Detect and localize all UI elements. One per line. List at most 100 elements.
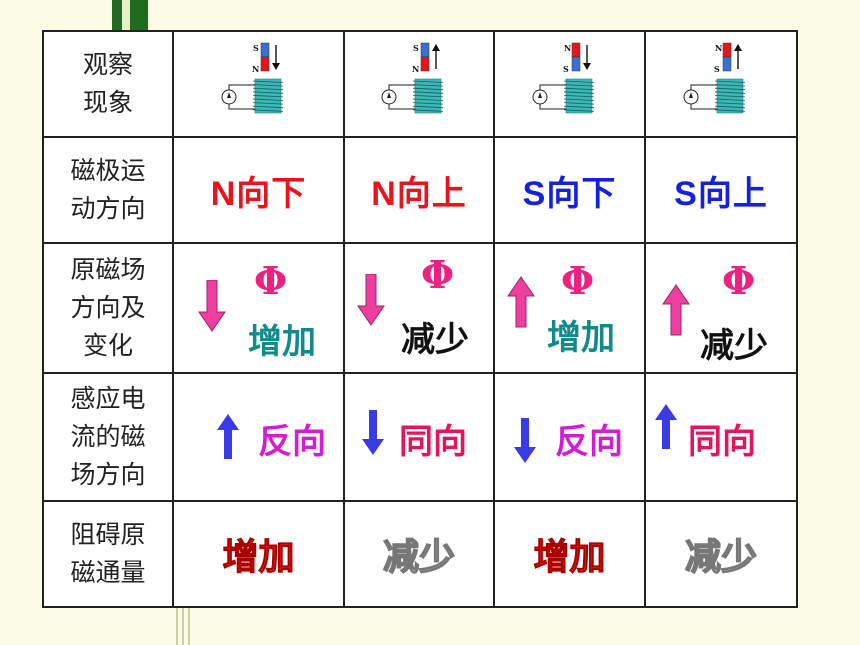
- row-header-line: 场方向: [70, 460, 146, 489]
- arrow-down-icon: [514, 418, 536, 463]
- induced-cell-4: 同向: [644, 372, 798, 502]
- row-oppose: 阻碍原 磁通量 增加 减少 增加 减少: [42, 500, 798, 608]
- magnet-bottom-pole: [260, 56, 269, 72]
- field-cell-2: Φ 减少: [343, 242, 495, 374]
- coil-winding: [252, 105, 283, 109]
- row-header-line: 阻碍原: [70, 520, 146, 549]
- induced-cell-2: 同向: [343, 372, 495, 502]
- coil-winding: [412, 87, 444, 91]
- row-header-line: 现象: [82, 88, 133, 117]
- motion-up-icon: [432, 44, 440, 69]
- magnet-bottom-label: N: [412, 64, 419, 74]
- coil-winding: [563, 80, 594, 83]
- magnet-top-pole: [571, 42, 580, 58]
- arrow-down-icon: [357, 274, 385, 326]
- flux-change-label: 增加: [547, 318, 615, 358]
- flux-change-label: 增加: [248, 322, 316, 362]
- row-header-line: 动方向: [70, 194, 146, 223]
- coil-winding: [563, 98, 594, 101]
- row-header-observe: 观察 现象: [42, 30, 174, 138]
- coil-winding: [563, 95, 594, 98]
- motion-cell-4: S向上: [644, 136, 798, 244]
- motion-label: S向上: [674, 174, 768, 213]
- coil-winding: [252, 102, 283, 105]
- coil-winding: [252, 91, 283, 94]
- oppose-label: 减少: [684, 536, 757, 578]
- coil-winding: [412, 95, 444, 98]
- oppose-label: 减少: [382, 536, 455, 578]
- motion-cell-1: N向下: [172, 136, 345, 244]
- coil-winding: [412, 105, 444, 109]
- coil-winding: [412, 102, 444, 105]
- coil-winding: [412, 80, 444, 83]
- coil-winding: [563, 102, 594, 105]
- magnet-top-label: S: [413, 43, 419, 53]
- coil-winding: [714, 91, 746, 94]
- coil-winding: [563, 87, 594, 91]
- coil-winding: [252, 80, 283, 83]
- magnet-bottom-pole: [571, 56, 580, 72]
- coil-winding: [252, 84, 283, 87]
- coil-winding: [714, 102, 746, 105]
- magnet-top-pole: [420, 42, 430, 58]
- slide-decoration-lines: [176, 606, 194, 645]
- induced-direction-label: 同向: [688, 422, 756, 462]
- row-header-line: 原磁场: [70, 255, 146, 284]
- arrow-down-icon: [362, 410, 384, 455]
- row-header-line: 流的磁: [70, 422, 146, 451]
- coil-winding: [714, 105, 746, 109]
- row-header-original-field: 原磁场 方向及 变化: [42, 242, 174, 374]
- flux-symbol: Φ: [421, 252, 455, 297]
- coil-winding: [714, 80, 746, 83]
- magnet-bottom-pole: [420, 56, 430, 72]
- motion-down-icon: [582, 45, 591, 70]
- coil-winding: [252, 98, 283, 101]
- magnet-coil-diagram: NS: [683, 42, 746, 114]
- motion-cell-3: S向下: [493, 136, 646, 244]
- galvanometer-needle: [387, 92, 391, 98]
- induced-direction-label: 同向: [399, 422, 467, 462]
- magnet-bottom-label: N: [252, 64, 259, 74]
- flux-change-label: 减少: [401, 320, 469, 360]
- row-header-line: 观察: [82, 50, 133, 79]
- flux-symbol: Φ: [722, 258, 756, 303]
- coil-winding: [714, 109, 746, 112]
- motion-down-icon: [271, 45, 280, 70]
- coil-winding: [252, 95, 283, 98]
- coil-winding: [714, 95, 746, 98]
- magnet-top-label: N: [715, 43, 722, 53]
- magnet-bottom-pole: [722, 56, 732, 72]
- row-header-line: 感应电: [70, 384, 146, 413]
- slide-decoration-bar: [112, 0, 148, 34]
- arrow-up-icon: [662, 284, 690, 336]
- oppose-label: 增加: [533, 537, 606, 579]
- field-cell-1: Φ 增加: [172, 242, 345, 374]
- coil-winding: [412, 84, 444, 87]
- coil-winding: [412, 98, 444, 101]
- oppose-cell-2: 减少: [343, 500, 495, 608]
- row-header-oppose: 阻碍原 磁通量: [42, 500, 174, 608]
- coil-winding: [412, 109, 444, 112]
- row-header-line: 变化: [82, 331, 133, 360]
- row-header-line: 方向及: [70, 293, 146, 322]
- coil-winding: [252, 87, 283, 91]
- row-motion: 磁极运 动方向 N向下 N向上 S向下 S向上: [42, 136, 798, 244]
- motion-label: N向上: [371, 174, 467, 213]
- arrow-up-icon: [217, 414, 239, 459]
- induced-direction-label: 反向: [258, 422, 326, 462]
- flux-change-label: 减少: [700, 326, 768, 366]
- row-header-line: 磁极运: [70, 156, 146, 185]
- oppose-cell-4: 减少: [644, 500, 798, 608]
- row-header-line: 磁通量: [70, 558, 146, 587]
- motion-up-icon: [734, 44, 742, 69]
- coil-winding: [412, 91, 444, 94]
- coil-winding: [563, 84, 594, 87]
- magnet-top-pole: [722, 42, 732, 58]
- galvanometer-needle: [226, 92, 231, 98]
- coil-winding: [563, 105, 594, 109]
